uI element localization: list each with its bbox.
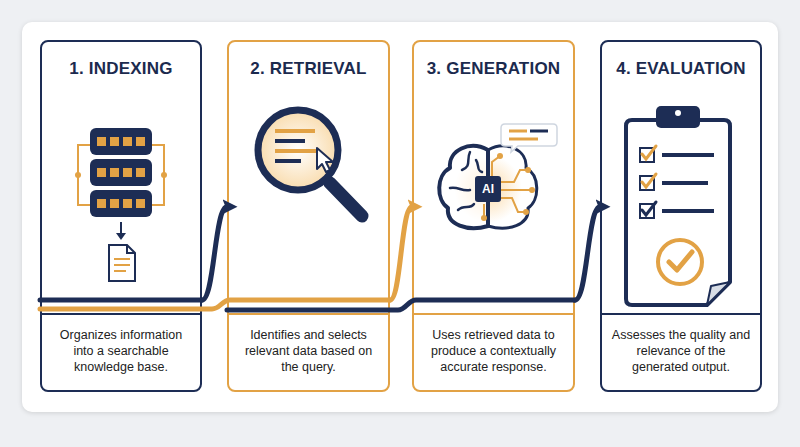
database-icon — [114, 264, 130, 266]
brain-icon — [523, 209, 529, 215]
database-icon — [97, 199, 106, 208]
clipboard-icon — [662, 181, 708, 185]
database-icon — [97, 137, 106, 146]
flow-ribbon — [40, 298, 202, 303]
magnifier-icon — [275, 159, 301, 163]
database-icon — [136, 137, 145, 146]
database-icon — [90, 159, 152, 186]
stage-description: Organizes information into a searchable … — [42, 313, 200, 390]
brain-icon — [481, 215, 487, 221]
database-icon — [123, 199, 132, 208]
brain-icon — [530, 130, 548, 133]
clipboard-icon — [642, 174, 656, 187]
database-icon — [114, 258, 130, 260]
database-icon — [109, 245, 135, 281]
database-icon — [136, 168, 145, 177]
database-icon — [97, 168, 106, 177]
brain-icon — [509, 130, 527, 133]
stage-title: 2. RETRIEVAL — [229, 59, 388, 79]
magnifier-icon — [275, 129, 315, 133]
database-icon — [90, 190, 152, 217]
clipboard-icon — [656, 106, 700, 128]
magnifier-icon — [258, 110, 338, 190]
brain-icon — [475, 176, 501, 202]
flow-arrow — [575, 207, 600, 300]
database-icon — [110, 168, 119, 177]
database-icon — [136, 199, 145, 208]
database-icon — [90, 128, 152, 155]
stage-description: Identifies and selects relevant data bas… — [229, 313, 388, 390]
flow-arrow — [390, 207, 412, 300]
clipboard-icon — [658, 240, 702, 284]
brain-icon — [529, 187, 535, 193]
database-icon — [123, 137, 132, 146]
clipboard-icon — [662, 153, 714, 157]
stage-description: Assesses the quality and relevance of th… — [602, 313, 760, 390]
database-icon — [75, 172, 81, 178]
clipboard-icon — [642, 202, 656, 215]
flow-arrow — [202, 207, 227, 300]
chip-label: AI — [475, 176, 501, 202]
clipboard-icon — [675, 110, 681, 116]
stage-title: 1. INDEXING — [42, 59, 200, 79]
stage-title: 3. GENERATION — [414, 59, 573, 79]
magnifier-icon — [275, 149, 319, 153]
database-icon — [110, 137, 119, 146]
database-icon — [120, 222, 122, 234]
brain-icon — [497, 153, 503, 159]
clipboard-icon — [669, 252, 692, 270]
brain-icon — [509, 138, 538, 141]
clipboard-icon — [662, 209, 714, 213]
brain-icon — [525, 167, 531, 173]
clipboard-icon — [626, 106, 730, 305]
database-icon — [114, 270, 126, 272]
clipboard-icon — [626, 120, 730, 305]
database-icon — [123, 168, 132, 177]
magnifier-icon — [275, 139, 305, 143]
stage-title: 4. EVALUATION — [602, 59, 760, 79]
clipboard-icon — [642, 146, 656, 159]
stage-description: Uses retrieved data to produce a context… — [414, 313, 573, 390]
database-icon — [110, 199, 119, 208]
database-icon — [161, 172, 167, 178]
magnifier-icon — [317, 148, 333, 172]
